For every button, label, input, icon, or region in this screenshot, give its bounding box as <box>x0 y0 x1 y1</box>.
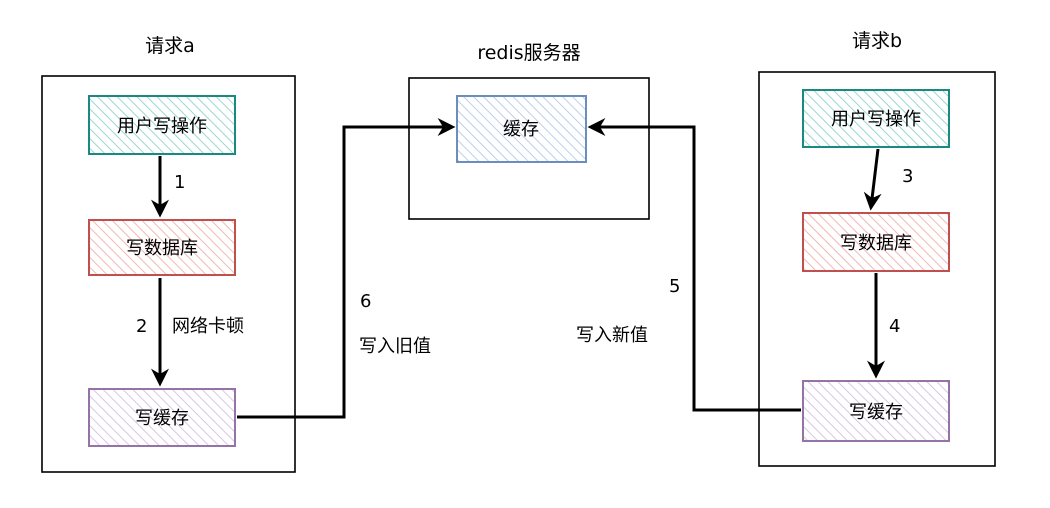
group-request-b-title: 请求b <box>852 30 902 52</box>
node-cache-label: 缓存 <box>503 119 539 140</box>
node-a-write-db-label: 写数据库 <box>126 238 198 259</box>
edge-step3[interactable] <box>863 148 882 211</box>
node-b-write-cache[interactable]: 写缓存 <box>802 380 950 442</box>
node-b-user-write-label: 用户写操作 <box>831 109 921 130</box>
group-redis: redis服务器 缓存 <box>408 42 650 220</box>
group-request-a-title: 请求a <box>145 35 195 57</box>
node-a-user-write[interactable]: 用户写操作 <box>88 95 236 155</box>
edge-step4-label: 4 <box>889 316 900 337</box>
group-redis-frame <box>408 77 650 220</box>
node-a-user-write-label: 用户写操作 <box>117 116 207 137</box>
edge-step3-label: 3 <box>902 166 913 187</box>
edge-step2-note: 网络卡顿 <box>172 316 244 337</box>
node-b-write-cache-label: 写缓存 <box>849 402 903 423</box>
node-a-write-cache-label: 写缓存 <box>135 408 189 429</box>
node-a-write-cache[interactable]: 写缓存 <box>88 388 236 447</box>
group-request-a: 请求a 用户写操作 写数据库 写缓存 1 2 网络卡顿 <box>41 35 296 473</box>
edge-step6-label: 6 <box>360 291 371 312</box>
node-b-write-db[interactable]: 写数据库 <box>802 212 950 272</box>
group-request-b-frame <box>758 71 996 467</box>
edge-step5-note: 写入新值 <box>576 325 648 346</box>
edge-step1-label: 1 <box>174 172 185 193</box>
node-cache[interactable]: 缓存 <box>456 95 587 163</box>
group-request-b: 请求b 用户写操作 写数据库 写缓存 3 4 <box>758 30 996 467</box>
edge-step2-label: 2 <box>136 316 147 337</box>
node-b-write-db-label: 写数据库 <box>840 233 912 254</box>
edge-step6-note: 写入旧值 <box>359 336 431 357</box>
group-request-a-frame <box>41 75 296 473</box>
group-redis-title: redis服务器 <box>477 42 580 64</box>
edge-step6[interactable] <box>237 118 456 419</box>
edge-step5-label: 5 <box>669 276 680 297</box>
edge-step5[interactable] <box>587 118 801 412</box>
node-b-user-write[interactable]: 用户写操作 <box>802 89 950 148</box>
node-a-write-db[interactable]: 写数据库 <box>88 219 236 276</box>
